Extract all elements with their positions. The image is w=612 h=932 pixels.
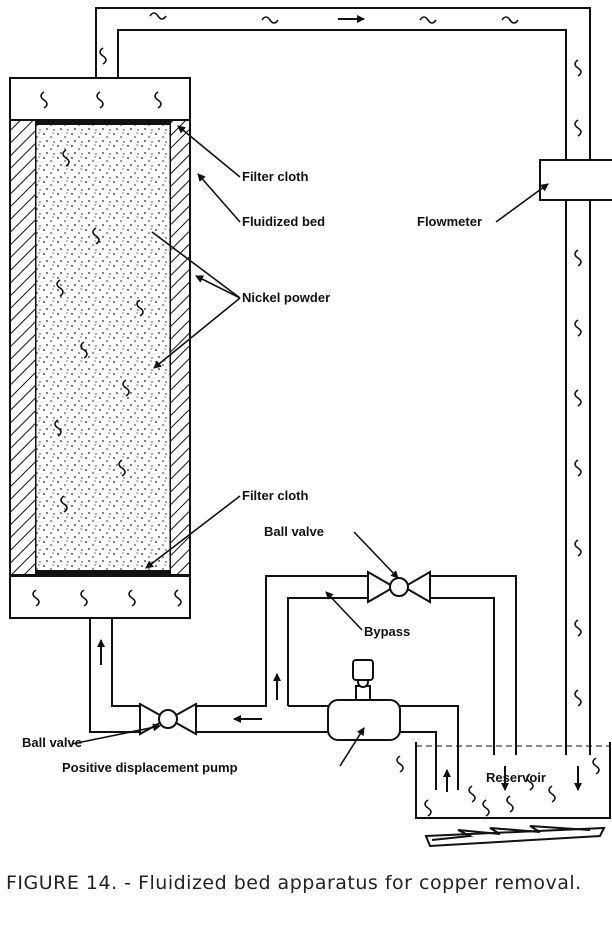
flow-arrows bbox=[97, 639, 582, 792]
top-header-chamber bbox=[9, 77, 191, 121]
label-ball-valve-right: Ball valve bbox=[264, 524, 324, 539]
label-filter-cloth-bottom: Filter cloth bbox=[242, 488, 309, 503]
ball-valve-left bbox=[139, 702, 197, 736]
ball-valve-right bbox=[367, 570, 431, 604]
filter-cloth-bottom-band bbox=[36, 570, 170, 576]
label-bypass: Bypass bbox=[364, 624, 410, 639]
label-nickel-powder: Nickel powder bbox=[242, 290, 330, 305]
nickel-powder-bed bbox=[35, 119, 171, 576]
leader-lines bbox=[71, 125, 549, 767]
label-positive-displacement-pump: Positive displacement pump bbox=[62, 760, 238, 775]
column-left-wall bbox=[9, 119, 37, 576]
label-fluidized-bed: Fluidized bed bbox=[242, 214, 325, 229]
figure-caption-text: Fluidized bed apparatus for copper remov… bbox=[138, 872, 582, 894]
liquid-squiggles bbox=[32, 12, 600, 817]
label-flowmeter: Flowmeter bbox=[417, 214, 482, 229]
flowmeter bbox=[539, 159, 612, 201]
reservoir-tank bbox=[415, 742, 611, 848]
label-filter-cloth-top: Filter cloth bbox=[242, 169, 309, 184]
figure-caption: FIGURE 14. - Fluidized bed apparatus for… bbox=[6, 868, 606, 898]
fluidized-bed-diagram: Filter cloth Fluidized bed Flowmeter Nic… bbox=[9, 7, 612, 848]
top-return-pipe bbox=[95, 7, 591, 755]
positive-displacement-pump bbox=[327, 659, 401, 741]
lower-pipe-network bbox=[89, 575, 517, 790]
filter-cloth-top-band bbox=[36, 120, 170, 125]
bottom-header-chamber bbox=[9, 575, 191, 619]
label-ball-valve-left: Ball valve bbox=[22, 735, 82, 750]
figure-number: FIGURE 14. - bbox=[6, 872, 132, 894]
label-reservoir: Reservoir bbox=[486, 770, 546, 785]
